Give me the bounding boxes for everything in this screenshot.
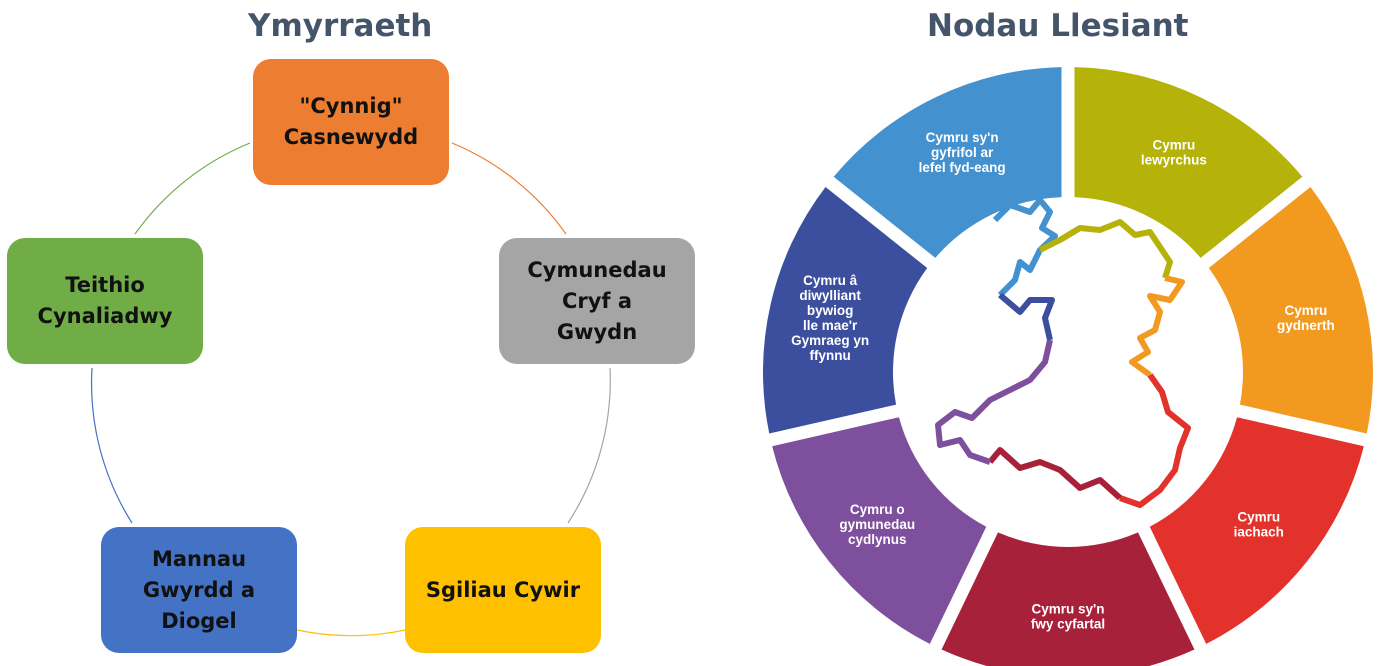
connector-sgiliau-to-mannau — [296, 629, 406, 637]
goal-segment-5 — [772, 417, 987, 644]
node-cynnig-casnewydd: "Cynnig" Casnewydd — [253, 59, 449, 185]
goal-segment-3 — [1149, 417, 1364, 644]
goal-segment-7 — [833, 67, 1062, 258]
goal-segment-6 — [762, 186, 928, 434]
goal-segment-4 — [941, 532, 1195, 666]
connector-cymunedau-to-sgiliau — [567, 367, 611, 524]
node-cymunedau-cryf: Cymunedau Cryf a Gwydn — [499, 238, 695, 364]
interventions-title: Ymyrraeth — [248, 8, 433, 44]
wellbeing-goals-title: Nodau Llesiant — [927, 8, 1189, 44]
connector-teithio-to-cynnig — [134, 142, 251, 235]
goal-segment-1 — [1074, 67, 1303, 258]
goal-segment-2 — [1208, 186, 1373, 434]
connector-mannau-to-teithio — [90, 367, 133, 524]
node-sgiliau-cywir: Sgiliau Cywir — [405, 527, 601, 653]
wales-map-icon — [935, 197, 1191, 508]
node-teithio-cynaliadwy: Teithio Cynaliadwy — [7, 238, 203, 364]
node-mannau-gwyrdd: Mannau Gwyrdd a Diogel — [101, 527, 297, 653]
connector-cynnig-to-cymunedau — [451, 142, 567, 235]
